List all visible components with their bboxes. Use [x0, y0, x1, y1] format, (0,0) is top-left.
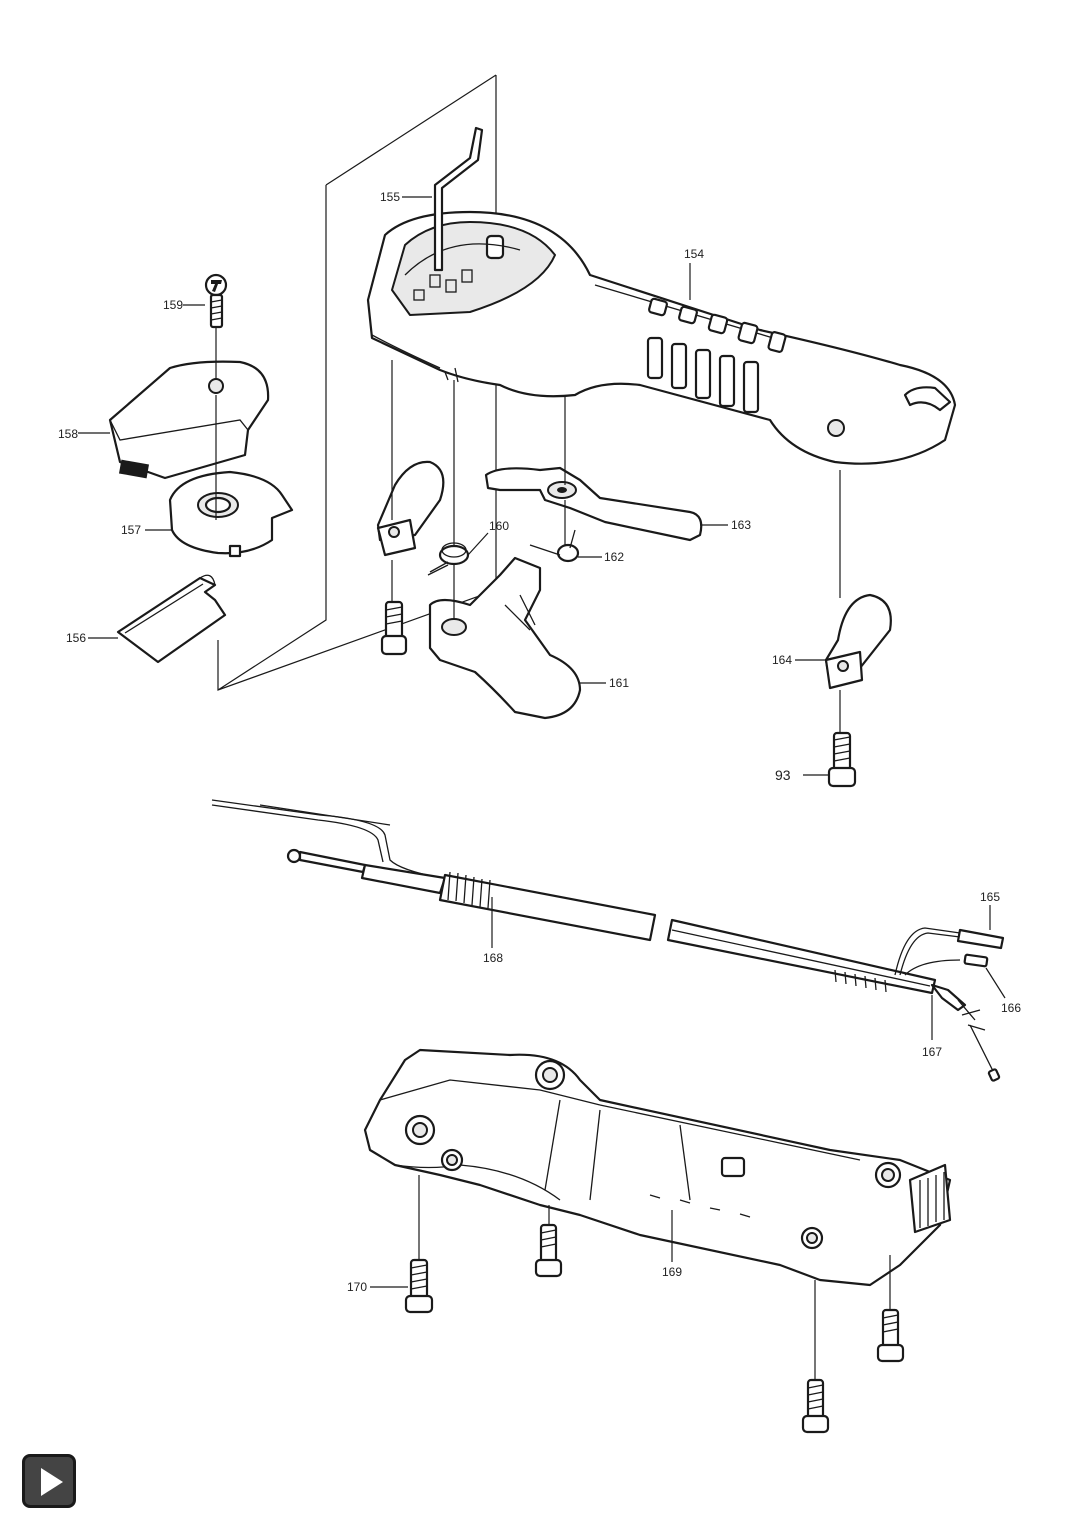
part-168-cable-rod[interactable]	[211, 799, 657, 942]
label-157: 157	[121, 523, 141, 537]
label-169: 169	[662, 1265, 682, 1279]
part-labels: 155 154 159 158 157 156 160 162 163 161 …	[58, 190, 1021, 1294]
part-155-wire-pin[interactable]	[433, 126, 484, 272]
part-160-spring[interactable]	[427, 542, 470, 576]
next-page-button[interactable]	[22, 1454, 76, 1508]
label-154: 154	[684, 247, 704, 261]
label-164: 164	[772, 653, 792, 667]
lower-screw-bottom[interactable]	[801, 1378, 830, 1434]
part-169-lower-housing[interactable]	[363, 1048, 952, 1287]
part-166-wire-connector[interactable]	[904, 953, 989, 976]
label-93: 93	[775, 767, 791, 783]
part-156-spring-clip[interactable]	[116, 574, 227, 664]
label-170: 170	[347, 1280, 367, 1294]
label-168: 168	[483, 951, 503, 965]
label-155: 155	[380, 190, 400, 204]
label-158: 158	[58, 427, 78, 441]
part-161-trigger-lever[interactable]	[428, 556, 582, 720]
left-clamp-screw[interactable]	[380, 600, 408, 656]
label-165: 165	[980, 890, 1000, 904]
label-156: 156	[66, 631, 86, 645]
part-170-screw[interactable]	[404, 1258, 434, 1314]
label-167: 167	[922, 1045, 942, 1059]
label-163: 163	[731, 518, 751, 532]
part-167-inner-rod[interactable]	[666, 918, 1001, 1082]
part-157-switch-dial[interactable]	[168, 470, 294, 558]
left-clamp-band[interactable]	[376, 460, 445, 557]
play-icon	[41, 1468, 63, 1496]
part-162-spring[interactable]	[529, 529, 580, 563]
part-93-screw[interactable]	[827, 731, 857, 788]
label-162: 162	[604, 550, 624, 564]
leader-lines	[78, 196, 1006, 1380]
lower-screw-center[interactable]	[534, 1223, 563, 1278]
part-154-upper-housing[interactable]	[366, 210, 957, 465]
part-164-clamp-band[interactable]	[824, 593, 892, 690]
part-163-lock-lever[interactable]	[484, 466, 703, 542]
label-160: 160	[489, 519, 509, 533]
label-161: 161	[609, 676, 629, 690]
part-165-wire-connector[interactable]	[894, 927, 1005, 976]
part-158-switch-cover[interactable]	[108, 360, 270, 480]
part-159-screw[interactable]	[204, 273, 228, 329]
label-166: 166	[1001, 1001, 1021, 1015]
lower-screw-right[interactable]	[876, 1308, 905, 1363]
label-159: 159	[163, 298, 183, 312]
